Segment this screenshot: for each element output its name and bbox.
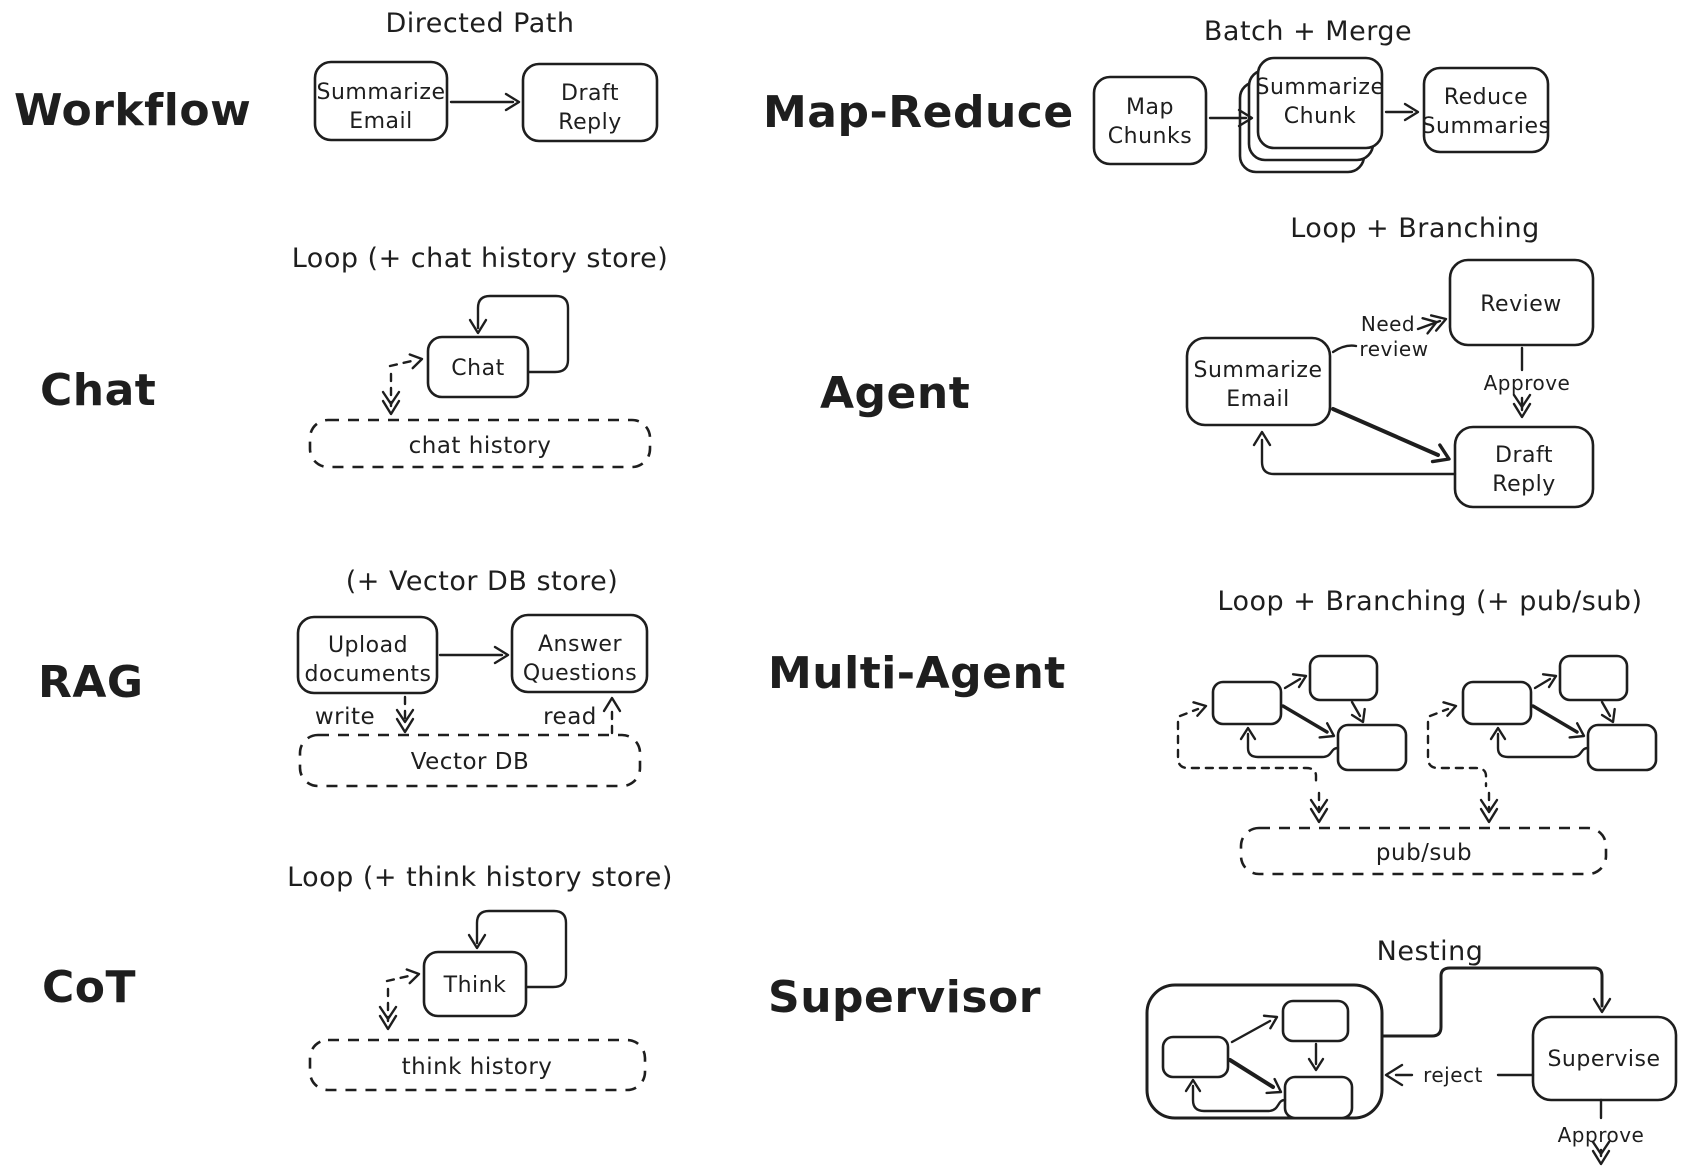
node-map-chunks: Map Chunks [1092,75,1208,166]
section-label: RAG [38,657,144,708]
svg-text:Review: Review [1480,292,1562,317]
arrow [1208,102,1420,128]
edge-to-supervise [1380,966,1612,1038]
node-summarize-chunk-stack: Summarize Chunk [1238,56,1385,174]
nested-agent-container [1145,983,1384,1120]
store-pub-sub: pub/sub [1239,826,1608,876]
svg-text:Need: Need [1361,312,1415,336]
svg-text:Reply: Reply [558,110,621,135]
section-rag: RAG (+ Vector DB store) Upload documents… [38,566,649,788]
self-loop-arrow [467,909,568,989]
store-link-arrow [381,353,424,416]
section-workflow: Workflow Directed Path Summarize Email D… [14,8,659,143]
edge-write: write [315,695,415,734]
edge-need-review: Need review [1331,312,1448,361]
store-link-arrow [378,968,421,1031]
svg-text:documents: documents [305,662,432,687]
svg-text:Email: Email [349,109,413,134]
section-cot: CoT Loop (+ think history store) Think t… [42,862,673,1092]
section-label: Map-Reduce [763,87,1074,138]
section-multi-agent: Multi-Agent Loop + Branching (+ pub/sub) [768,586,1658,876]
node-draft-reply: Draft Reply [1453,425,1595,509]
section-title: Nesting [1377,936,1484,967]
svg-text:reject: reject [1423,1063,1483,1087]
agent-cluster [1176,654,1408,824]
section-title: (+ Vector DB store) [346,566,619,597]
node-summarize-email: Summarize Email [313,60,449,142]
node-review: Review [1448,258,1595,347]
arrow [449,92,521,112]
section-label: Agent [820,368,970,419]
node-chat: Chat [426,335,530,399]
edge-approve: Approve [1558,1098,1645,1166]
section-title: Loop (+ chat history store) [292,243,669,274]
section-title: Batch + Merge [1204,16,1412,47]
svg-text:review: review [1359,337,1428,361]
svg-text:Summarize: Summarize [1256,75,1385,100]
node-summarize-email: Summarize Email [1185,336,1332,427]
svg-text:Upload: Upload [328,633,408,658]
svg-text:Map: Map [1126,95,1174,120]
section-label: Multi-Agent [768,648,1066,699]
edge-read: read [543,696,622,735]
svg-text:Chunk: Chunk [1284,104,1356,129]
section-label: CoT [42,962,136,1013]
svg-text:chat history: chat history [409,433,552,459]
svg-text:Summarize: Summarize [1194,358,1323,383]
section-label: Workflow [14,85,251,136]
svg-text:Think: Think [443,973,507,998]
svg-text:Approve: Approve [1558,1123,1645,1147]
store-chat-history: chat history [308,418,652,469]
svg-text:Draft: Draft [561,81,619,106]
node-think: Think [422,950,528,1018]
svg-text:Answer: Answer [538,632,622,657]
svg-text:write: write [315,704,375,730]
node-draft-reply: Draft Reply [521,62,659,143]
section-map-reduce: Map-Reduce Batch + Merge Map Chunks Summ… [763,16,1551,174]
section-title: Loop + Branching (+ pub/sub) [1217,586,1642,617]
node-answer-questions: Answer Questions [510,613,649,694]
svg-text:pub/sub: pub/sub [1376,840,1472,866]
svg-text:think history: think history [402,1054,553,1080]
svg-text:Questions: Questions [523,661,637,686]
svg-text:Vector DB: Vector DB [411,749,530,775]
section-title: Loop (+ think history store) [287,862,673,893]
section-label: Supervisor [768,972,1041,1023]
section-title: Loop + Branching [1290,213,1540,244]
node-upload-documents: Upload documents [296,615,439,695]
svg-text:Draft: Draft [1495,443,1553,468]
node-reduce-summaries: Reduce Summaries [1422,66,1551,154]
edge-loop-back [1252,430,1457,476]
svg-text:Summarize: Summarize [317,80,446,105]
section-agent: Agent Loop + Branching Review Summarize … [820,213,1595,509]
edge-approve: Approve [1484,346,1571,419]
edge-route-to-draft [1331,407,1451,464]
svg-text:Reply: Reply [1492,472,1555,497]
arrow [438,645,510,665]
section-title: Directed Path [386,8,575,39]
svg-text:Reduce: Reduce [1444,85,1528,110]
svg-text:read: read [543,704,597,730]
svg-text:Supervise: Supervise [1547,1047,1660,1072]
section-chat: Chat Loop (+ chat history store) Chat ch… [40,243,669,469]
svg-text:Summaries: Summaries [1422,114,1551,139]
self-loop-arrow [468,294,570,374]
node-supervise: Supervise [1531,1015,1678,1102]
svg-text:Chunks: Chunks [1108,124,1192,149]
agent-cluster [1426,654,1658,824]
store-think-history: think history [308,1038,647,1092]
svg-text:Email: Email [1226,387,1290,412]
section-supervisor: Supervisor Nesting Supervise reje [768,936,1678,1166]
store-vector-db: Vector DB [298,733,642,788]
svg-text:Approve: Approve [1484,371,1571,395]
svg-text:Chat: Chat [451,356,504,381]
edge-reject: reject [1384,1063,1535,1087]
section-label: Chat [40,365,156,416]
